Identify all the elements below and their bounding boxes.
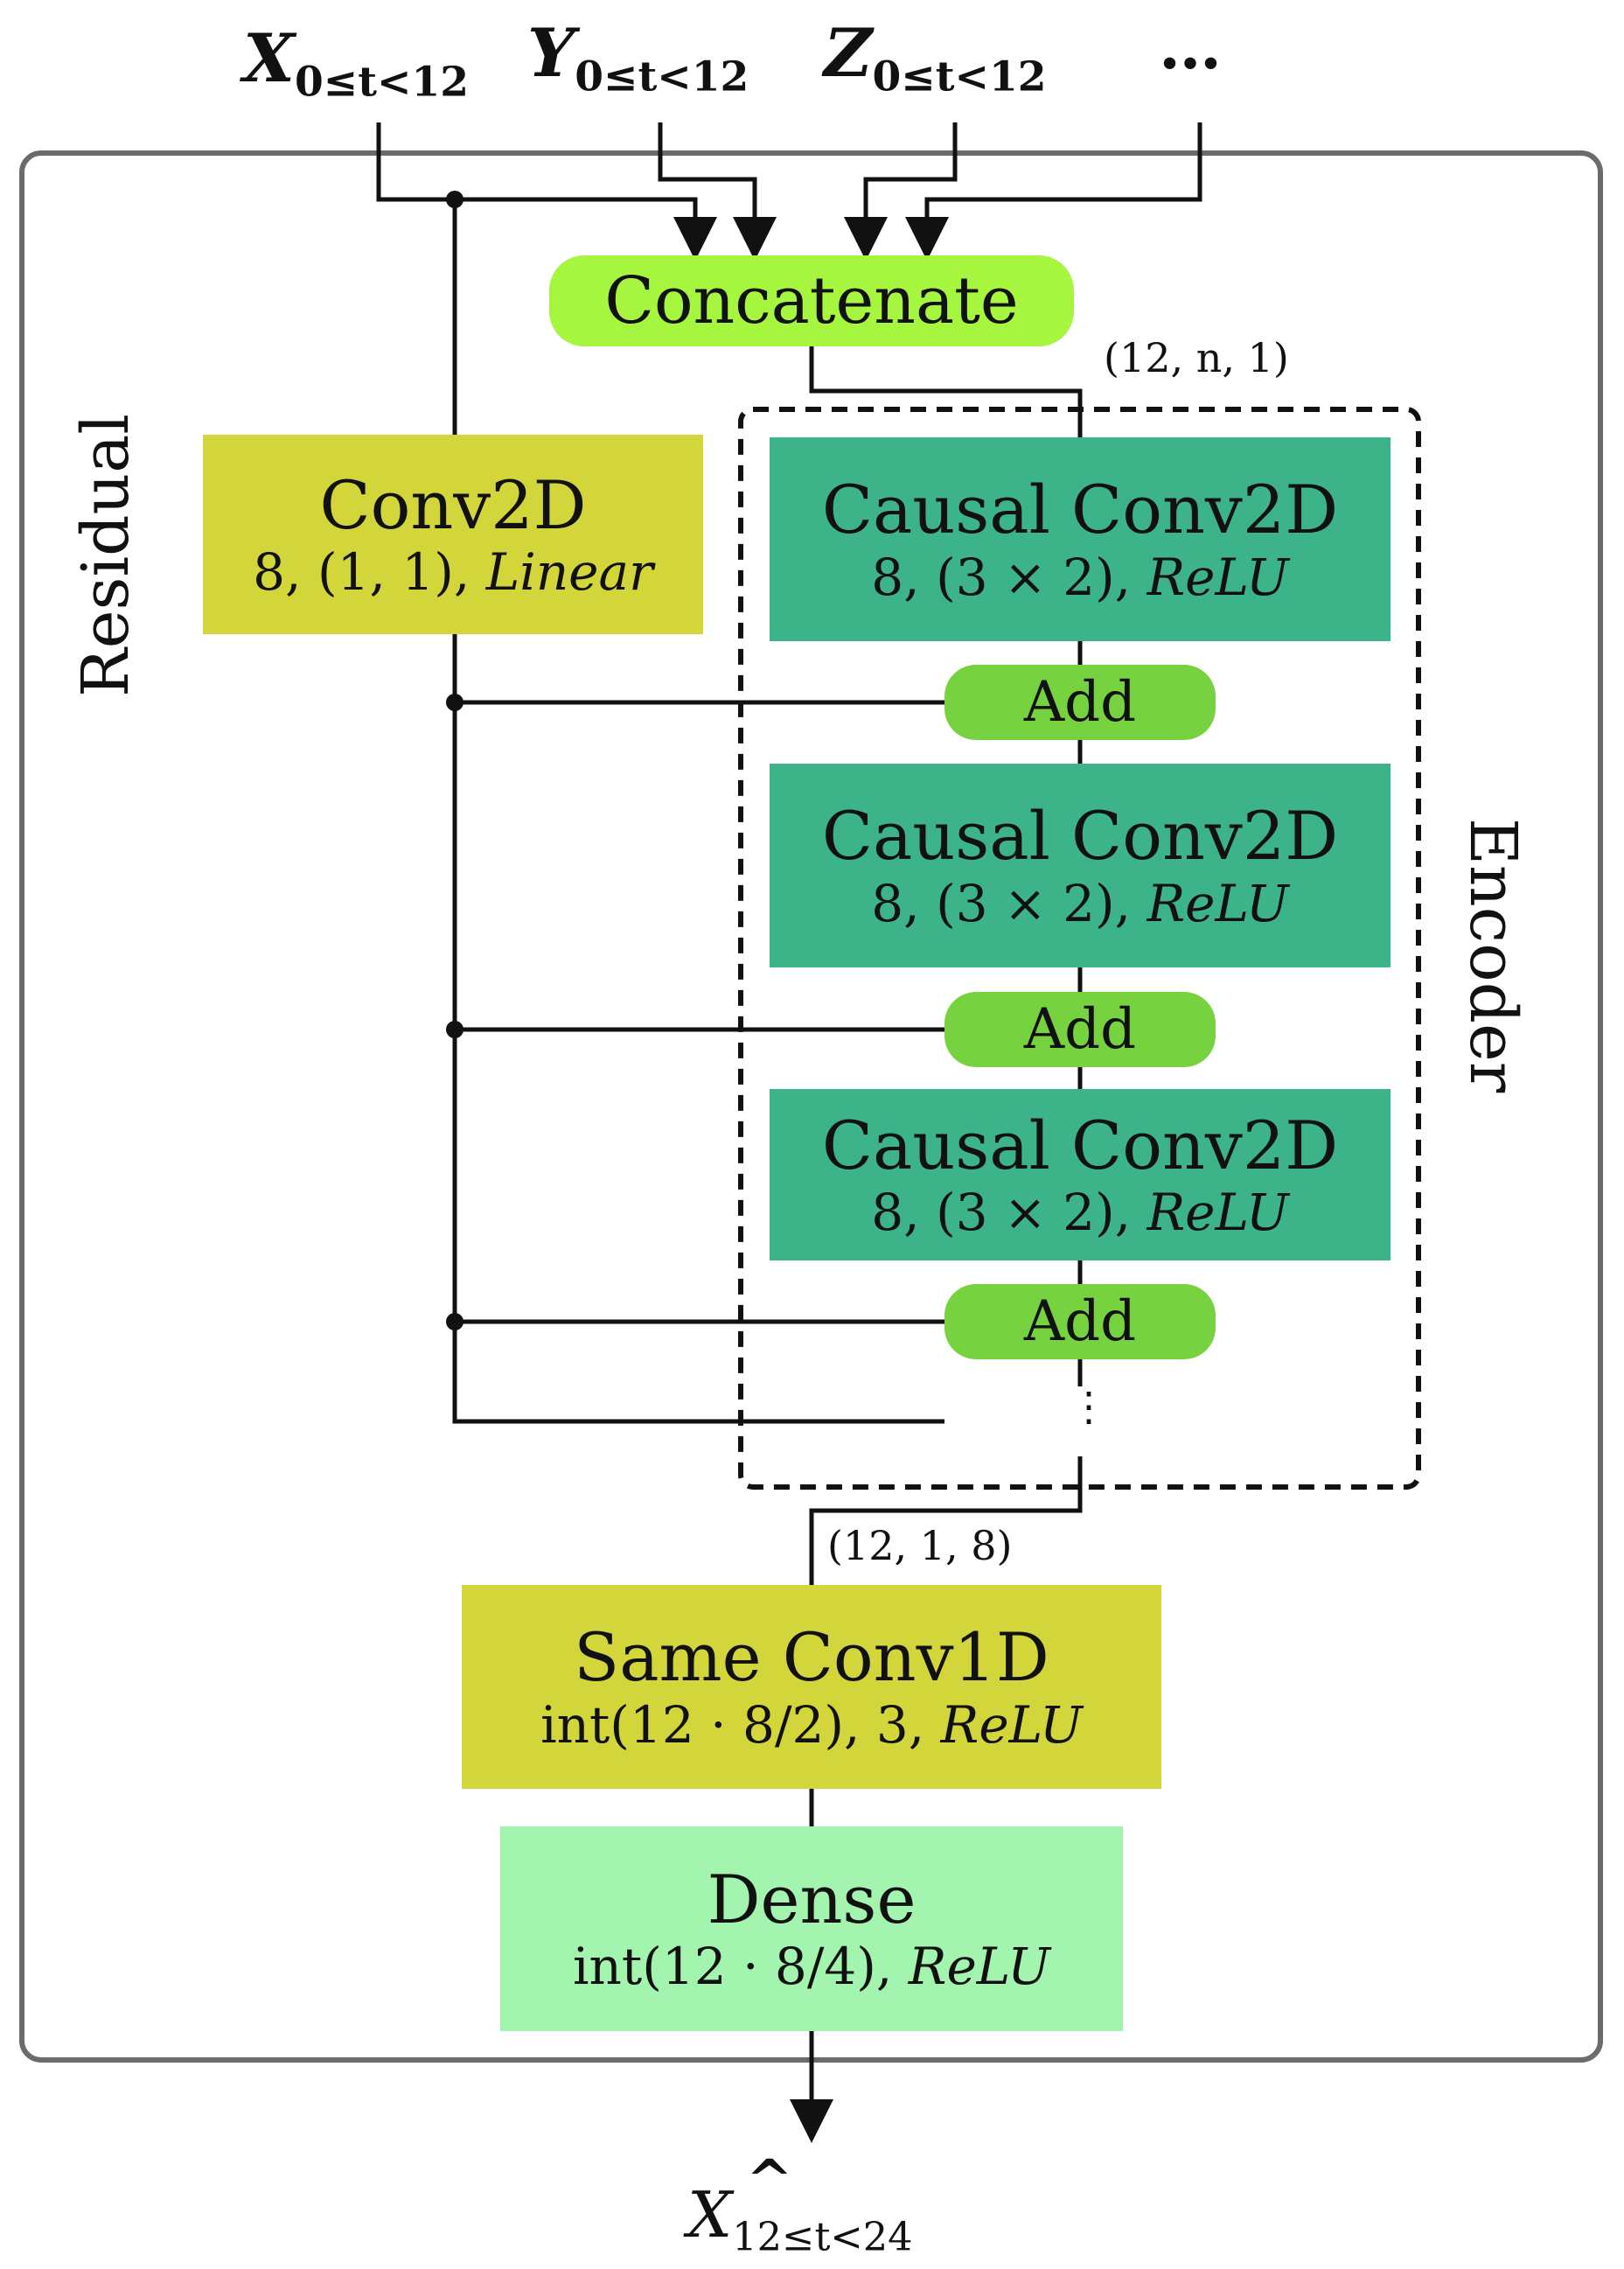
causal-conv2d-title: Causal Conv2D (821, 471, 1339, 549)
encoder-label: Encoder (1455, 818, 1530, 1093)
conv2d-params: 8, (1, 1), Linear (253, 542, 653, 603)
input-more-line (905, 122, 1202, 261)
causal-conv2d-params: 8, (3 × 2), ReLU (871, 547, 1289, 607)
add-label: Add (1023, 997, 1137, 1062)
continuation-dots: ⋮ (1067, 1383, 1111, 1430)
encoder-to-sameconv (809, 1456, 1083, 1588)
add-node-3: Add (944, 1284, 1216, 1359)
junction-dot (446, 191, 464, 208)
conv2d-residual-block: Conv2D 8, (1, 1), Linear (203, 435, 703, 634)
causal-conv2d-params: 8, (3 × 2), ReLU (871, 1183, 1289, 1243)
same-conv1d-block: Same Conv1D int(12 · 8/2), 3, ReLU (462, 1585, 1161, 1789)
causal-conv2d-block-2: Causal Conv2D 8, (3 × 2), ReLU (770, 764, 1391, 967)
concat-shape-label: (12, n, 1) (1104, 334, 1289, 381)
input-x-line (376, 122, 717, 261)
causal-conv2d-block-3: Causal Conv2D 8, (3 × 2), ReLU (770, 1089, 1391, 1260)
dense-params: int(12 · 8/4), ReLU (572, 1937, 1050, 1997)
input-z-label: Z0≤t<12 (824, 14, 1047, 101)
junction-dot (446, 1313, 464, 1330)
output-label: X12≤t<24 (687, 2178, 913, 2260)
causal-conv2d-title: Causal Conv2D (821, 797, 1339, 876)
same-conv1d-params: int(12 · 8/2), 3, ReLU (540, 1694, 1083, 1755)
add-label: Add (1023, 1289, 1137, 1354)
dense-block: Dense int(12 · 8/4), ReLU (500, 1826, 1123, 2031)
input-x-label: X0≤t<12 (243, 19, 470, 107)
input-z-line (844, 122, 958, 261)
output-hat: ^ (746, 2147, 793, 2213)
add-node-1: Add (944, 665, 1216, 740)
same-conv1d-title: Same Conv1D (574, 1618, 1049, 1697)
causal-conv2d-title: Causal Conv2D (821, 1106, 1339, 1184)
input-y-line (658, 122, 777, 261)
concatenate-node: Concatenate (549, 255, 1074, 346)
add-node-2: Add (944, 992, 1216, 1067)
add-label: Add (1023, 670, 1137, 735)
concatenate-label: Concatenate (604, 263, 1019, 339)
input-more-label: … (1159, 9, 1222, 83)
junction-dot (446, 1021, 464, 1038)
conv2d-title: Conv2D (319, 465, 587, 544)
causal-conv2d-block-1: Causal Conv2D 8, (3 × 2), ReLU (770, 437, 1391, 641)
input-y-label: Y0≤t<12 (527, 14, 749, 101)
residual-label: Residual (68, 414, 143, 697)
causal-conv2d-params: 8, (3 × 2), ReLU (871, 873, 1289, 933)
junction-dot (446, 694, 464, 711)
concat-to-encoder (809, 346, 1083, 437)
dense-title: Dense (707, 1860, 917, 1938)
encoder-shape-label: (12, 1, 8) (827, 1522, 1013, 1569)
